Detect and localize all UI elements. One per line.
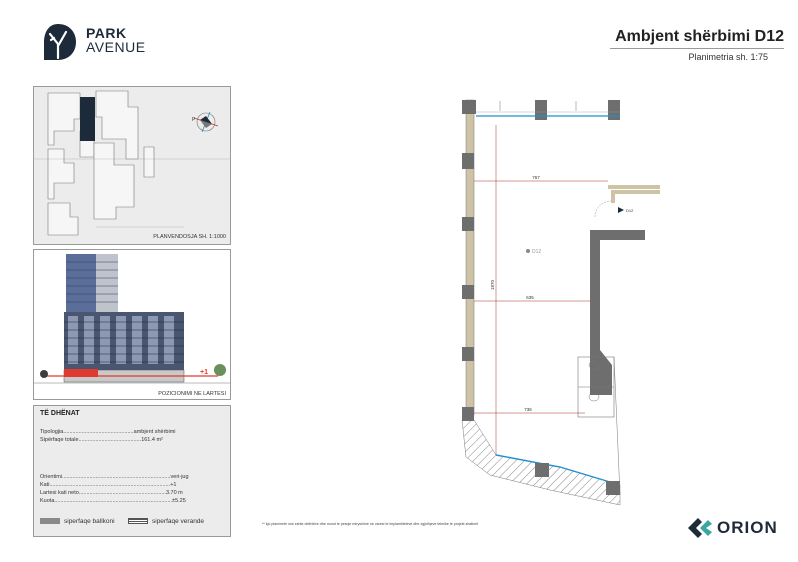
compass-icon — [193, 111, 219, 133]
info-row: Orientimi...............................… — [40, 474, 189, 480]
info-row-label: Tipologjia — [40, 429, 64, 435]
brand-name: PARK AVENUE — [86, 26, 146, 54]
level-marker: +1 — [200, 369, 208, 376]
info-row: Tipologjia..............................… — [40, 429, 176, 435]
info-row-value: 161.4 m² — [141, 437, 163, 443]
elevation-caption: POZICIONIMI NE LARTESI — [158, 391, 226, 397]
info-row-dots: ........................................… — [78, 490, 166, 496]
info-row: Sipërfaqe totale........................… — [40, 437, 163, 443]
info-row: Kati....................................… — [40, 482, 176, 488]
info-row-dots: ........................................… — [49, 482, 171, 488]
info-row-value: +1 — [170, 482, 177, 488]
balcony-swatch — [40, 518, 60, 524]
floor-plan: D12 767 635 736 1870 D12 — [461, 99, 660, 506]
info-panel — [33, 405, 231, 537]
dimension-middle: 635 — [526, 295, 534, 300]
elevation-panel: +1 POZICIONIMI NE LARTESI — [33, 249, 231, 400]
info-row-dots: ........................................… — [62, 474, 171, 480]
balcony-legend-label: siperfaqe ballkoni — [64, 518, 115, 525]
info-row: Lartesi kati neto.......................… — [40, 490, 183, 496]
orion-logo-text: ORION — [717, 518, 778, 537]
info-row-value: ±5.25 — [172, 498, 186, 504]
disclaimer-note: ** kjo planimetri nuk eshte definitive d… — [262, 522, 478, 526]
info-row-value: 3.70 m — [165, 490, 183, 496]
site-plan-caption: PLANVENDOSJA SH. 1:1000 — [153, 234, 226, 240]
site-plan-drawing: P PLANVENDOSJA SH. 1:1000 — [34, 90, 230, 240]
site-plan-panel: P PLANVENDOSJA SH. 1:1000 — [33, 86, 231, 245]
info-row-dots: ........................................… — [54, 498, 173, 504]
door-label: D12 — [626, 208, 634, 213]
room-marker-icon — [526, 249, 530, 253]
park-avenue-logo-icon — [44, 24, 76, 60]
info-row-label: Kuota — [40, 498, 55, 504]
veranda-swatch — [128, 518, 148, 524]
info-row-label: Sipërfaqe totale — [40, 437, 79, 443]
info-row-dots: ........................................… — [63, 429, 134, 435]
page-subtitle: Planimetria sh. 1:75 — [688, 52, 768, 62]
info-row: Kuota...................................… — [40, 498, 186, 504]
info-row-label: Lartesi kati neto — [40, 490, 79, 496]
info-row-value: veri-jug — [170, 474, 189, 480]
info-row-label: Kati — [40, 482, 50, 488]
dimension-vertical: 1870 — [490, 279, 495, 290]
info-row-label: Orientimi — [40, 474, 63, 480]
orion-logo-icon — [688, 518, 712, 538]
info-row-value: ambjent shërbimi — [133, 429, 176, 435]
dimension-top: 767 — [532, 175, 540, 180]
title-divider — [610, 48, 784, 49]
page-title: Ambjent shërbimi D12 — [615, 28, 784, 45]
veranda-legend-label: siperfaqe verande — [152, 518, 205, 525]
compass-label: P — [192, 117, 196, 123]
info-title: TË DHËNAT — [40, 410, 80, 417]
info-row-dots: ........................................… — [78, 437, 142, 443]
elevation-drawing: +1 POZICIONIMI NE LARTESI — [34, 254, 230, 397]
room-label: D12 — [532, 249, 541, 255]
dimension-bottom: 736 — [524, 407, 532, 412]
brand-line2: AVENUE — [86, 39, 146, 55]
brand-line1: PARK — [86, 25, 127, 41]
